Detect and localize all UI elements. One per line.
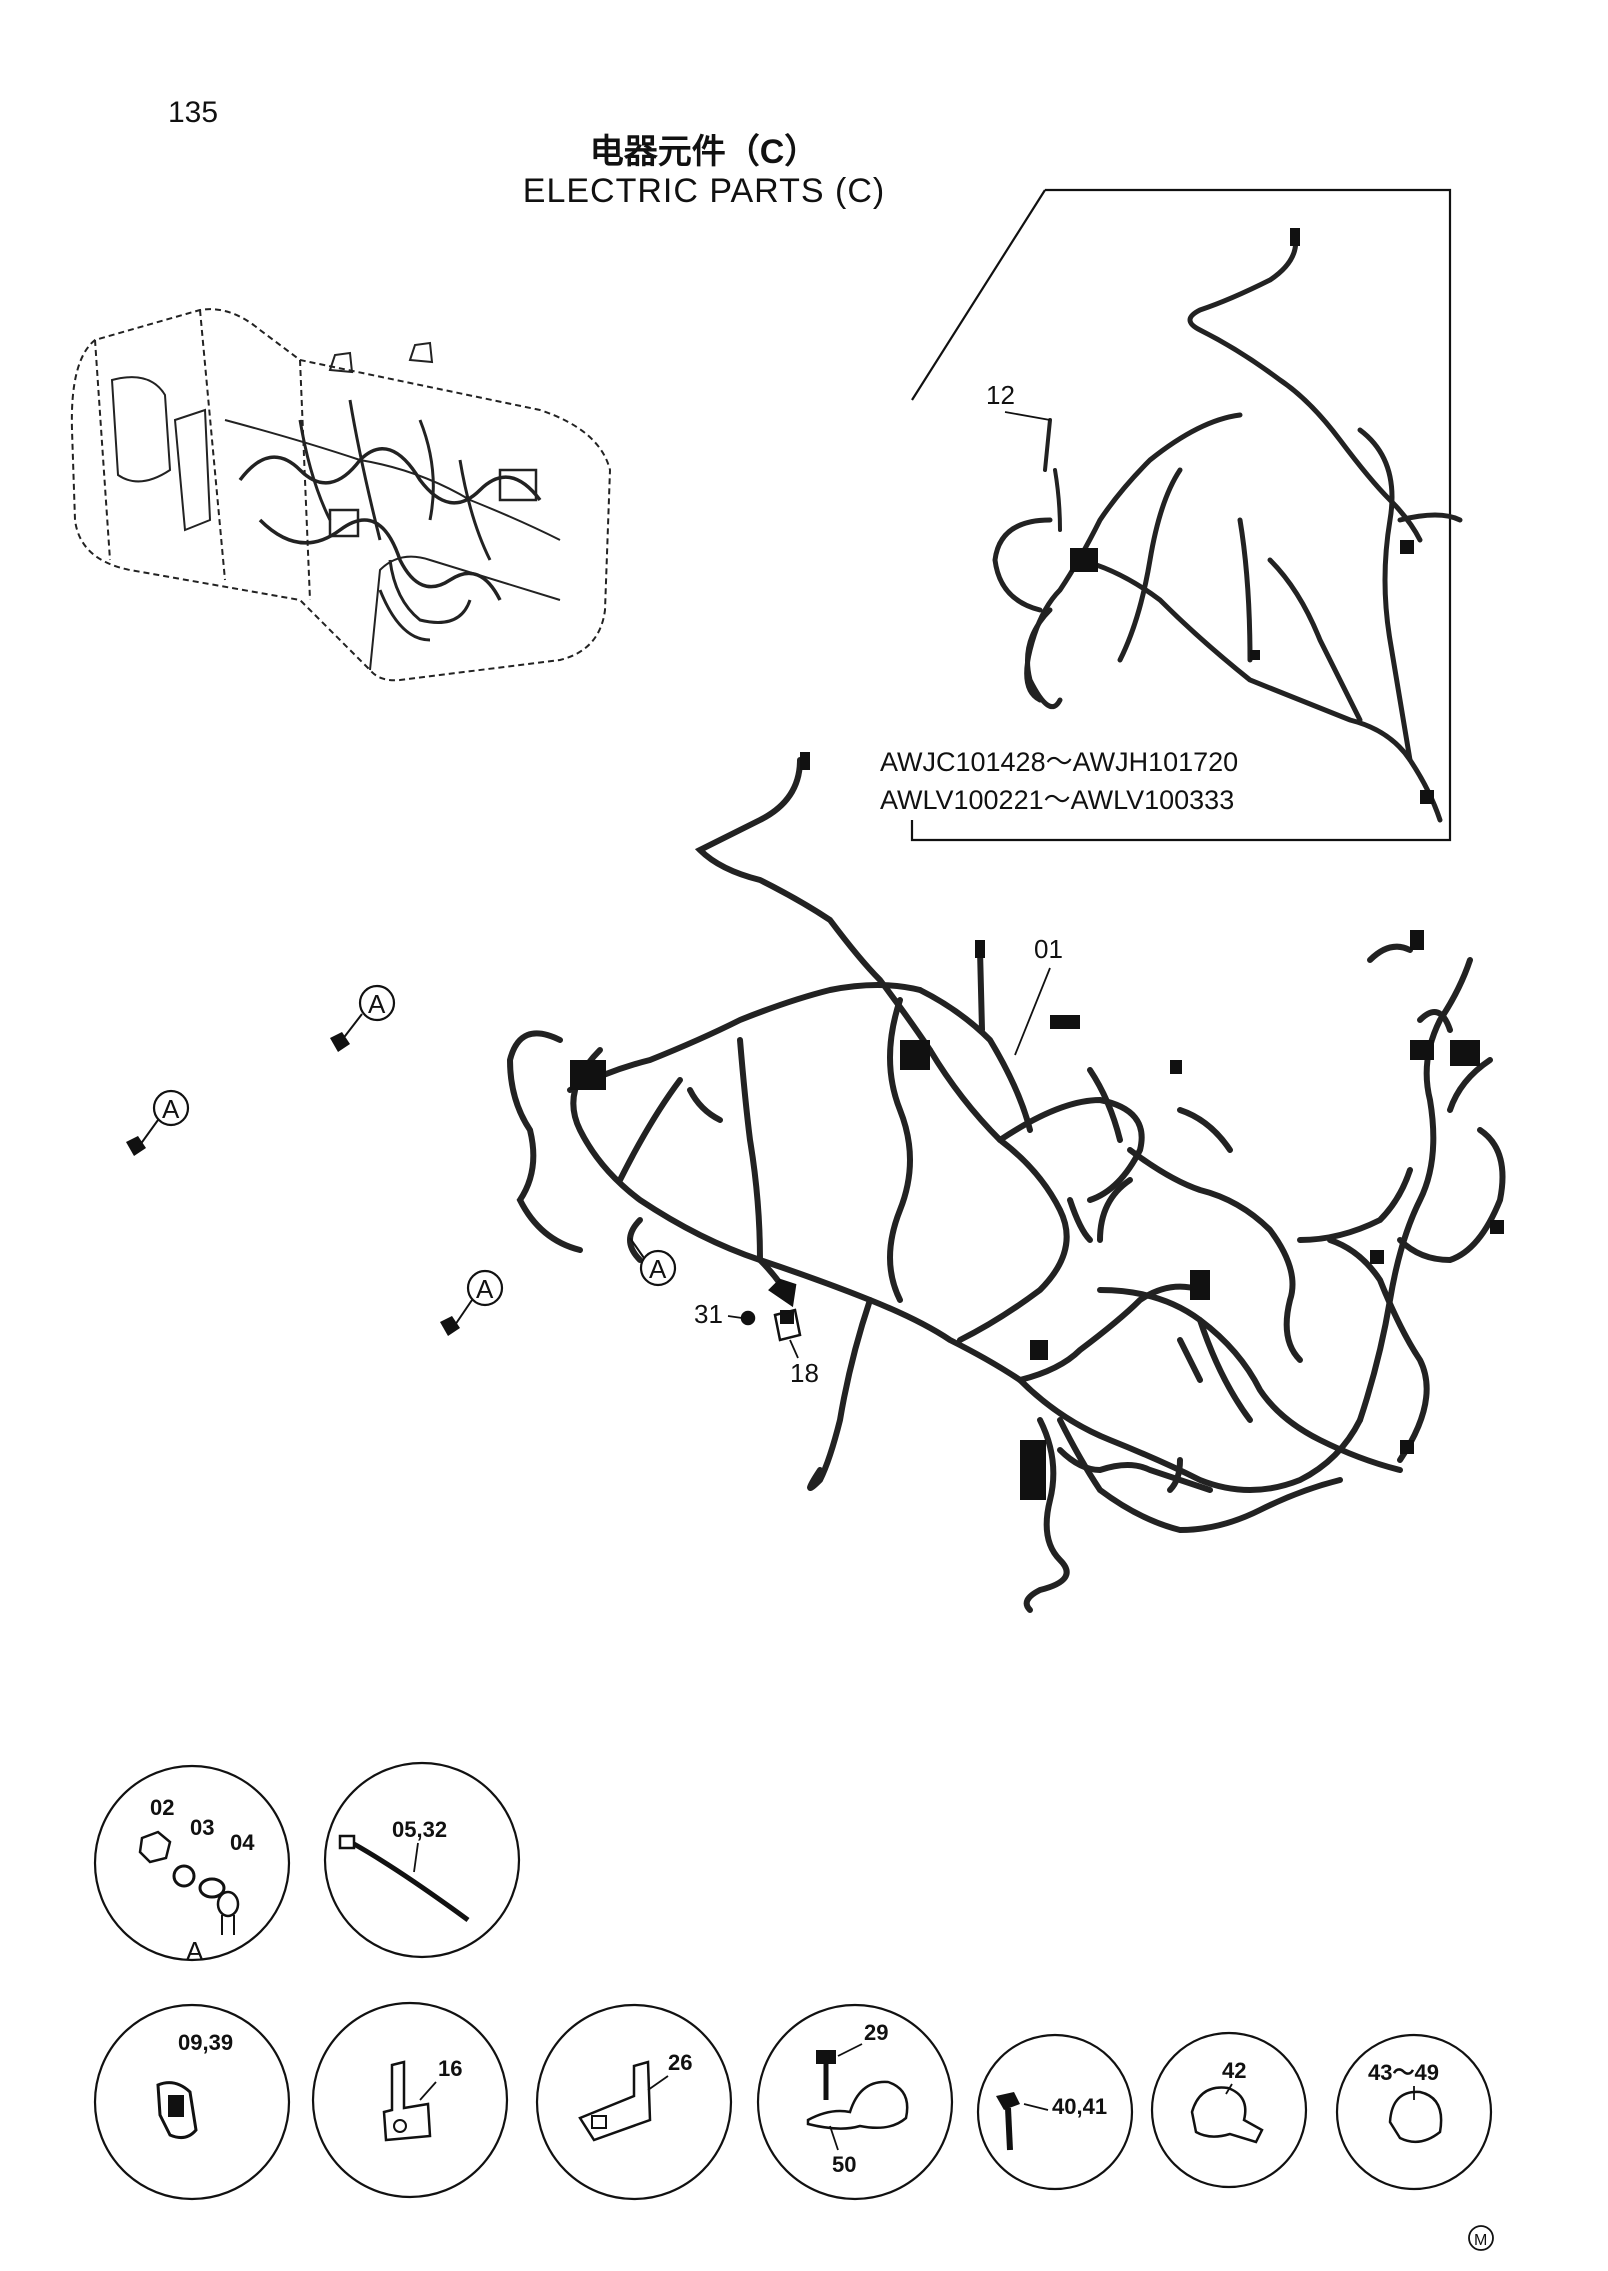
- excavator-overview: [70, 308, 612, 682]
- harness-connectors: [570, 752, 1504, 1500]
- detail-a-marker-2: A: [126, 1089, 190, 1156]
- bracket-assembly: [740, 1278, 802, 1342]
- svg-text:03: 03: [190, 1815, 214, 1840]
- svg-text:A: A: [162, 1094, 180, 1124]
- svg-text:A: A: [368, 989, 386, 1019]
- detail-nut-washers: 02 03 04 A: [93, 1764, 291, 1966]
- detail-a-marker-3: A: [440, 1269, 504, 1336]
- page-title-chinese: 电器元件（C）: [589, 133, 819, 171]
- svg-text:02: 02: [150, 1795, 174, 1820]
- detail-bracket-16: 16: [311, 2001, 509, 2199]
- detail-bracket-26: 26: [535, 2003, 733, 2201]
- svg-text:43～49: 43～49: [1368, 2060, 1439, 2085]
- callout-18: 18: [790, 1358, 819, 1388]
- detail-clamp-42: 42: [1150, 2031, 1308, 2189]
- detail-cable-tie: 05,32: [323, 1761, 521, 1959]
- serial-range-1: AWJC101428～AWJH101720: [880, 747, 1239, 777]
- svg-text:29: 29: [864, 2020, 888, 2045]
- svg-text:50: 50: [832, 2152, 856, 2177]
- svg-text:40,41: 40,41: [1052, 2094, 1107, 2119]
- main-wire-harness: [506, 757, 1506, 1613]
- detail-clip-09-39: 09,39: [93, 2003, 291, 2201]
- detail-a-marker-1: A: [330, 984, 396, 1052]
- detail-bolt-40-41: 40,41: [976, 2033, 1134, 2191]
- detail-a-marker-4: A: [629, 1237, 677, 1287]
- svg-text:05,32: 05,32: [392, 1817, 447, 1842]
- svg-text:A: A: [649, 1254, 667, 1284]
- detail-clamp-43-49: 43～49: [1335, 2033, 1493, 2191]
- detail-clamp-29-50: 29 50: [756, 2003, 954, 2201]
- inset-frame: [910, 188, 1452, 842]
- callout-01: 01: [1034, 934, 1063, 964]
- svg-text:M: M: [1474, 2232, 1487, 2249]
- detail-a-label: A: [186, 1936, 204, 1966]
- page-number: 135: [168, 96, 219, 129]
- inset-connectors: [1070, 228, 1434, 804]
- serial-range-2: AWLV100221～AWLV100333: [880, 785, 1235, 815]
- callout-12: 12: [986, 380, 1015, 410]
- svg-text:09,39: 09,39: [178, 2030, 233, 2055]
- svg-text:16: 16: [438, 2056, 462, 2081]
- corner-mark: M: [1468, 2225, 1494, 2251]
- svg-text:A: A: [476, 1274, 494, 1304]
- svg-text:42: 42: [1222, 2058, 1246, 2083]
- page-title-english: ELECTRIC PARTS (C): [522, 172, 886, 210]
- svg-text:04: 04: [230, 1830, 255, 1855]
- inset-wire-harness: [992, 232, 1463, 823]
- callout-31: 31: [694, 1299, 723, 1329]
- svg-text:26: 26: [668, 2050, 692, 2075]
